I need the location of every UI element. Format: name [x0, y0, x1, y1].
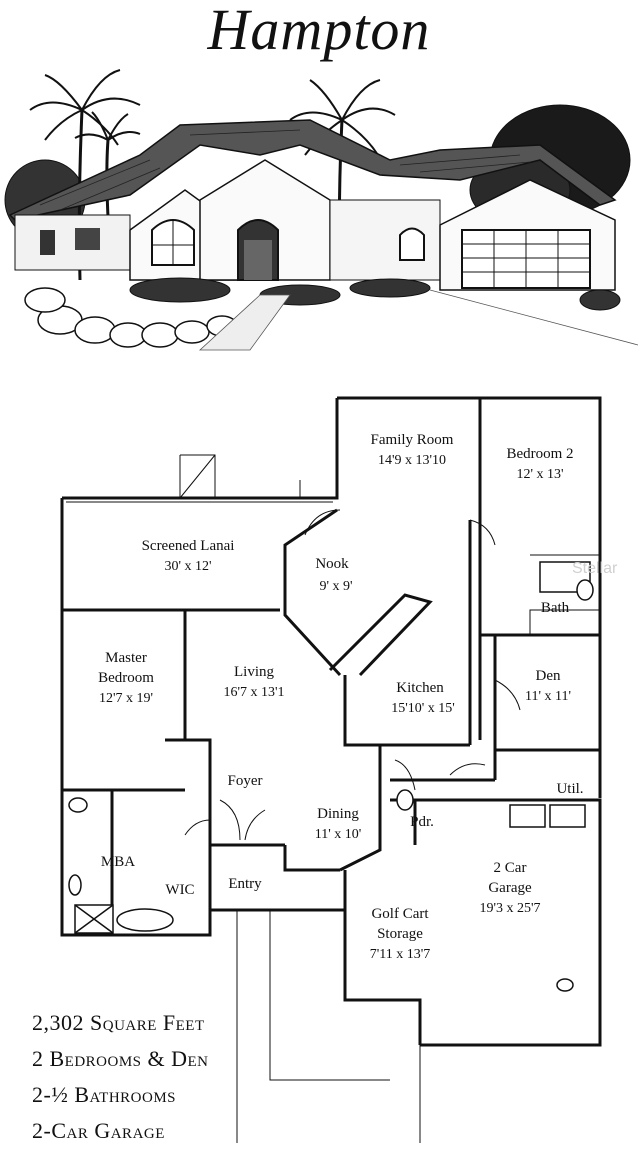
room-master-label-2: Bedroom — [98, 670, 154, 686]
stat-bathrooms: 2-½ Bathrooms — [32, 1082, 177, 1107]
room-master-dim: 12'7 x 19' — [99, 691, 153, 706]
room-bath-label: Bath — [541, 600, 570, 616]
room-family-dim: 14'9 x 13'10 — [378, 453, 446, 468]
room-mba-label: MBA — [101, 854, 135, 870]
room-garage-dim: 19'3 x 25'7 — [479, 901, 540, 916]
room-den-label: Den — [536, 668, 561, 684]
room-living-label: Living — [234, 664, 274, 680]
room-wic-label: WIC — [165, 882, 194, 898]
room-garage-label-2: Garage — [488, 880, 532, 896]
room-entry-label: Entry — [228, 876, 262, 892]
room-golf-label-1: Golf Cart — [371, 906, 429, 922]
room-kitchen-dim: 15'10' x 15' — [391, 701, 455, 716]
room-bedroom2-dim: 12' x 13' — [516, 467, 563, 482]
room-nook-dim: 9' x 9' — [319, 579, 352, 594]
watermark: Stellar — [572, 560, 618, 577]
stat-square-feet: 2,302 Square Feet — [32, 1010, 205, 1035]
room-nook-label: Nook — [315, 556, 349, 572]
room-lanai-label: Screened Lanai — [142, 538, 235, 554]
room-garage-label-1: 2 Car — [494, 860, 527, 876]
stat-bedrooms: 2 Bedrooms & Den — [32, 1046, 209, 1071]
room-lanai-dim: 30' x 12' — [164, 559, 211, 574]
room-golf-label-2: Storage — [377, 926, 423, 942]
stat-garage: 2-Car Garage — [32, 1118, 165, 1143]
room-kitchen-label: Kitchen — [396, 680, 444, 696]
room-golf-dim: 7'11 x 13'7 — [370, 947, 431, 962]
room-powder-label: Pdr. — [410, 814, 434, 830]
room-util-label: Util. — [556, 781, 583, 797]
floor-plan: Family Room 14'9 x 13'10 Bedroom 2 12' x… — [60, 396, 602, 1143]
room-den-dim: 11' x 11' — [525, 689, 571, 704]
room-living-dim: 16'7 x 13'1 — [223, 685, 284, 700]
room-dining-label: Dining — [317, 806, 359, 822]
room-foyer-label: Foyer — [228, 773, 263, 789]
room-bedroom2-label: Bedroom 2 — [506, 446, 573, 462]
plan-stats: 2,302 Square Feet 2 Bedrooms & Den 2-½ B… — [32, 1005, 209, 1149]
room-master-label-1: Master — [105, 650, 147, 666]
plan-title: Hampton — [207, 0, 431, 62]
room-dining-dim: 11' x 10' — [315, 827, 362, 842]
room-family-label: Family Room — [371, 432, 454, 448]
house-elevation-illustration — [4, 69, 638, 351]
